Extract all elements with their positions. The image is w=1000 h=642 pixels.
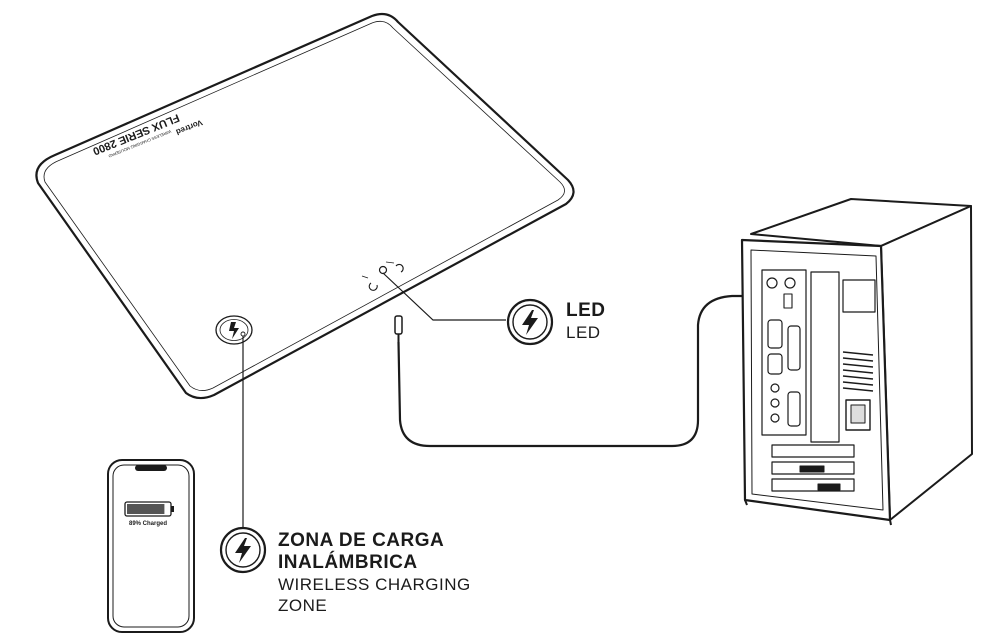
- lightning-icon: [522, 310, 538, 335]
- io-plate: [761, 269, 807, 436]
- led-callout: LED LED: [566, 300, 606, 343]
- usb-c-plug: [394, 315, 403, 335]
- wireless-callout-icon: [219, 526, 267, 574]
- wireless-callout-title-line2: INALÁMBRICA: [278, 552, 418, 573]
- power-icon: [368, 282, 378, 291]
- vent-grille: [842, 351, 874, 392]
- refresh-icon: [395, 263, 404, 273]
- battery-icon: [124, 501, 174, 517]
- wireless-callout-subtitle-line1: WIRELESS CHARGING: [278, 575, 471, 594]
- wireless-callout-title-line1: ZONA DE CARGA: [278, 530, 445, 551]
- led-leader-line: [382, 272, 506, 321]
- wireless-charging-spot: [215, 315, 253, 345]
- power-socket: [845, 399, 871, 431]
- smartphone: 89% Charged: [107, 459, 195, 633]
- lightning-icon: [235, 538, 251, 563]
- wireless-charging-callout: ZONA DE CARGA INALÁMBRICA WIRELESS CHARG…: [278, 530, 471, 616]
- mousepad-outline: [35, 12, 575, 400]
- wireless-callout-subtitle-line2: ZONE: [278, 596, 328, 615]
- battery-fill: [127, 504, 165, 514]
- led-callout-icon: [506, 298, 554, 346]
- wireless-charging-mousepad: [35, 12, 575, 400]
- cable-path: [397, 294, 752, 448]
- led-indicator: [378, 265, 388, 275]
- battery-status-text: 89% Charged: [129, 521, 167, 527]
- phone-notch: [135, 465, 167, 471]
- spot-lightning-icon: [229, 322, 239, 339]
- mousepad-inner-edge: [43, 20, 565, 391]
- pc-tower: [740, 198, 973, 526]
- led-callout-title: LED: [566, 300, 606, 321]
- led-callout-subtitle: LED: [566, 323, 601, 342]
